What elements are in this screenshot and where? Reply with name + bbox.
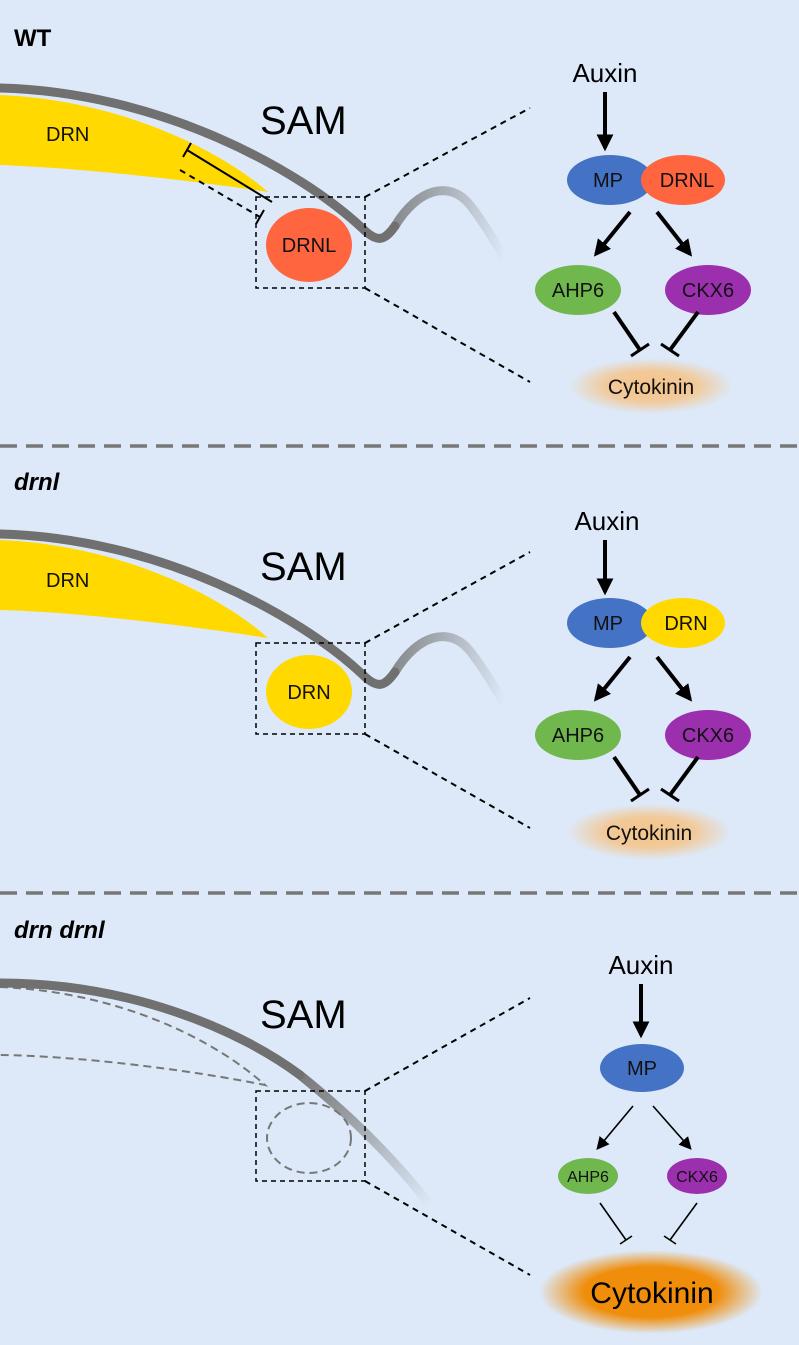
zoom-line-bottom [364,287,531,383]
inhibit-ckx6-cytokinin [669,1202,698,1241]
ckx6-label: CKX6 [682,280,734,302]
stem-tail [295,1070,435,1210]
inhibit-ckx6-cytokinin [668,310,700,352]
zoom-line-top [364,997,531,1092]
inhibition-bar [182,142,192,158]
drn-node [641,598,725,648]
sam-label: SAM [260,993,347,1037]
zoom-line-bottom [364,1180,531,1276]
inhibit-ahp6-cytokinin [599,1202,627,1241]
inhibit-ahp6-cytokinin [612,755,642,797]
ahp6-node [535,710,621,760]
cytokinin-label: Cytokinin [608,376,694,399]
mp-label: MP [593,613,623,635]
inhibition-bar [660,342,680,358]
arrow-to-ahp6 [596,1105,634,1150]
inhibition-bar [660,787,680,803]
stem-line [0,978,305,1080]
ckx6-node [667,1158,727,1194]
auxin-label: Auxin [608,950,673,980]
stem-tail [390,632,510,709]
drn-organ [0,95,268,192]
drn-organ-label: DRN [46,570,89,592]
cytokinin-label: Cytokinin [590,1277,713,1310]
cytokinin-label: Cytokinin [606,822,692,845]
ahp6-node [535,265,621,315]
ckx6-label: CKX6 [676,1169,718,1186]
ahp6-label: AHP6 [552,725,604,747]
arrow-to-ckx6 [652,1105,692,1150]
cytokinin-glow [569,358,733,414]
stem-tail [390,186,510,263]
zoom-line-top [364,551,531,644]
panel-wt: WT DRN SAM DRNL Auxin MP DRNL AHP6 [0,25,751,414]
auxin-label: Auxin [574,506,639,536]
arrow-to-ahp6 [593,655,632,702]
ckx6-label: CKX6 [682,725,734,747]
mp-label: MP [593,170,623,192]
inhibition-bar [663,1235,677,1245]
panel-drnl: drnl DRN SAM DRN Auxin MP DRN AHP6 CKX6 … [0,469,751,860]
drn-organ [0,540,268,638]
zoom-box [255,196,366,289]
arrow-to-ahp6 [593,210,632,257]
mp-node [567,155,653,205]
ahp6-label: AHP6 [567,1169,609,1186]
panel-label-drnl: drnl [14,469,61,496]
stem-line [0,83,400,243]
drn-organ-label: DRN [46,124,89,146]
absent-organ-outline [0,986,269,1087]
inhibition-line-solid [186,149,273,203]
zoom-line-bottom [364,733,531,829]
drn-meristem-label: DRN [287,682,330,704]
inhibition-bar [619,1235,633,1245]
inhibition-line-dashed [179,169,261,218]
panel-label-wt: WT [14,25,52,52]
mp-node [600,1044,684,1092]
auxin-label: Auxin [572,58,637,88]
inhibit-ckx6-cytokinin [668,755,700,797]
mp-node [567,598,653,648]
zoom-box [255,1090,366,1182]
ckx6-node [665,710,751,760]
cytokinin-strong-glow [539,1250,763,1334]
cytokinin-glow [567,804,731,860]
mp-label: MP [627,1058,657,1080]
ahp6-node [558,1158,618,1194]
drn-meristem-ellipse [266,655,352,729]
ckx6-node [665,265,751,315]
inhibit-ahp6-cytokinin [612,310,642,352]
panel-label-drn-drnl: drn drnl [14,917,106,944]
absent-meristem-outline [266,1102,352,1174]
sam-label: SAM [260,99,347,143]
sam-label: SAM [260,545,347,589]
zoom-line-top [364,107,531,198]
inhibition-bar [255,209,265,225]
drnl-node [641,155,725,205]
zoom-box [255,642,366,735]
inhibition-bar [630,342,650,358]
ahp6-label: AHP6 [552,280,604,302]
arrow-to-ckx6 [655,655,693,702]
stem-line [0,529,400,689]
arrow-to-ckx6 [655,210,693,257]
panel-drn-drnl: drn drnl SAM Auxin MP AHP6 CKX6 Cytokini… [0,917,763,1334]
drnl-partner-label: DRNL [660,170,714,192]
inhibition-bar [630,787,650,803]
drnl-meristem-ellipse [266,208,352,282]
drn-partner-label: DRN [664,613,707,635]
drnl-meristem-label: DRNL [282,235,336,257]
